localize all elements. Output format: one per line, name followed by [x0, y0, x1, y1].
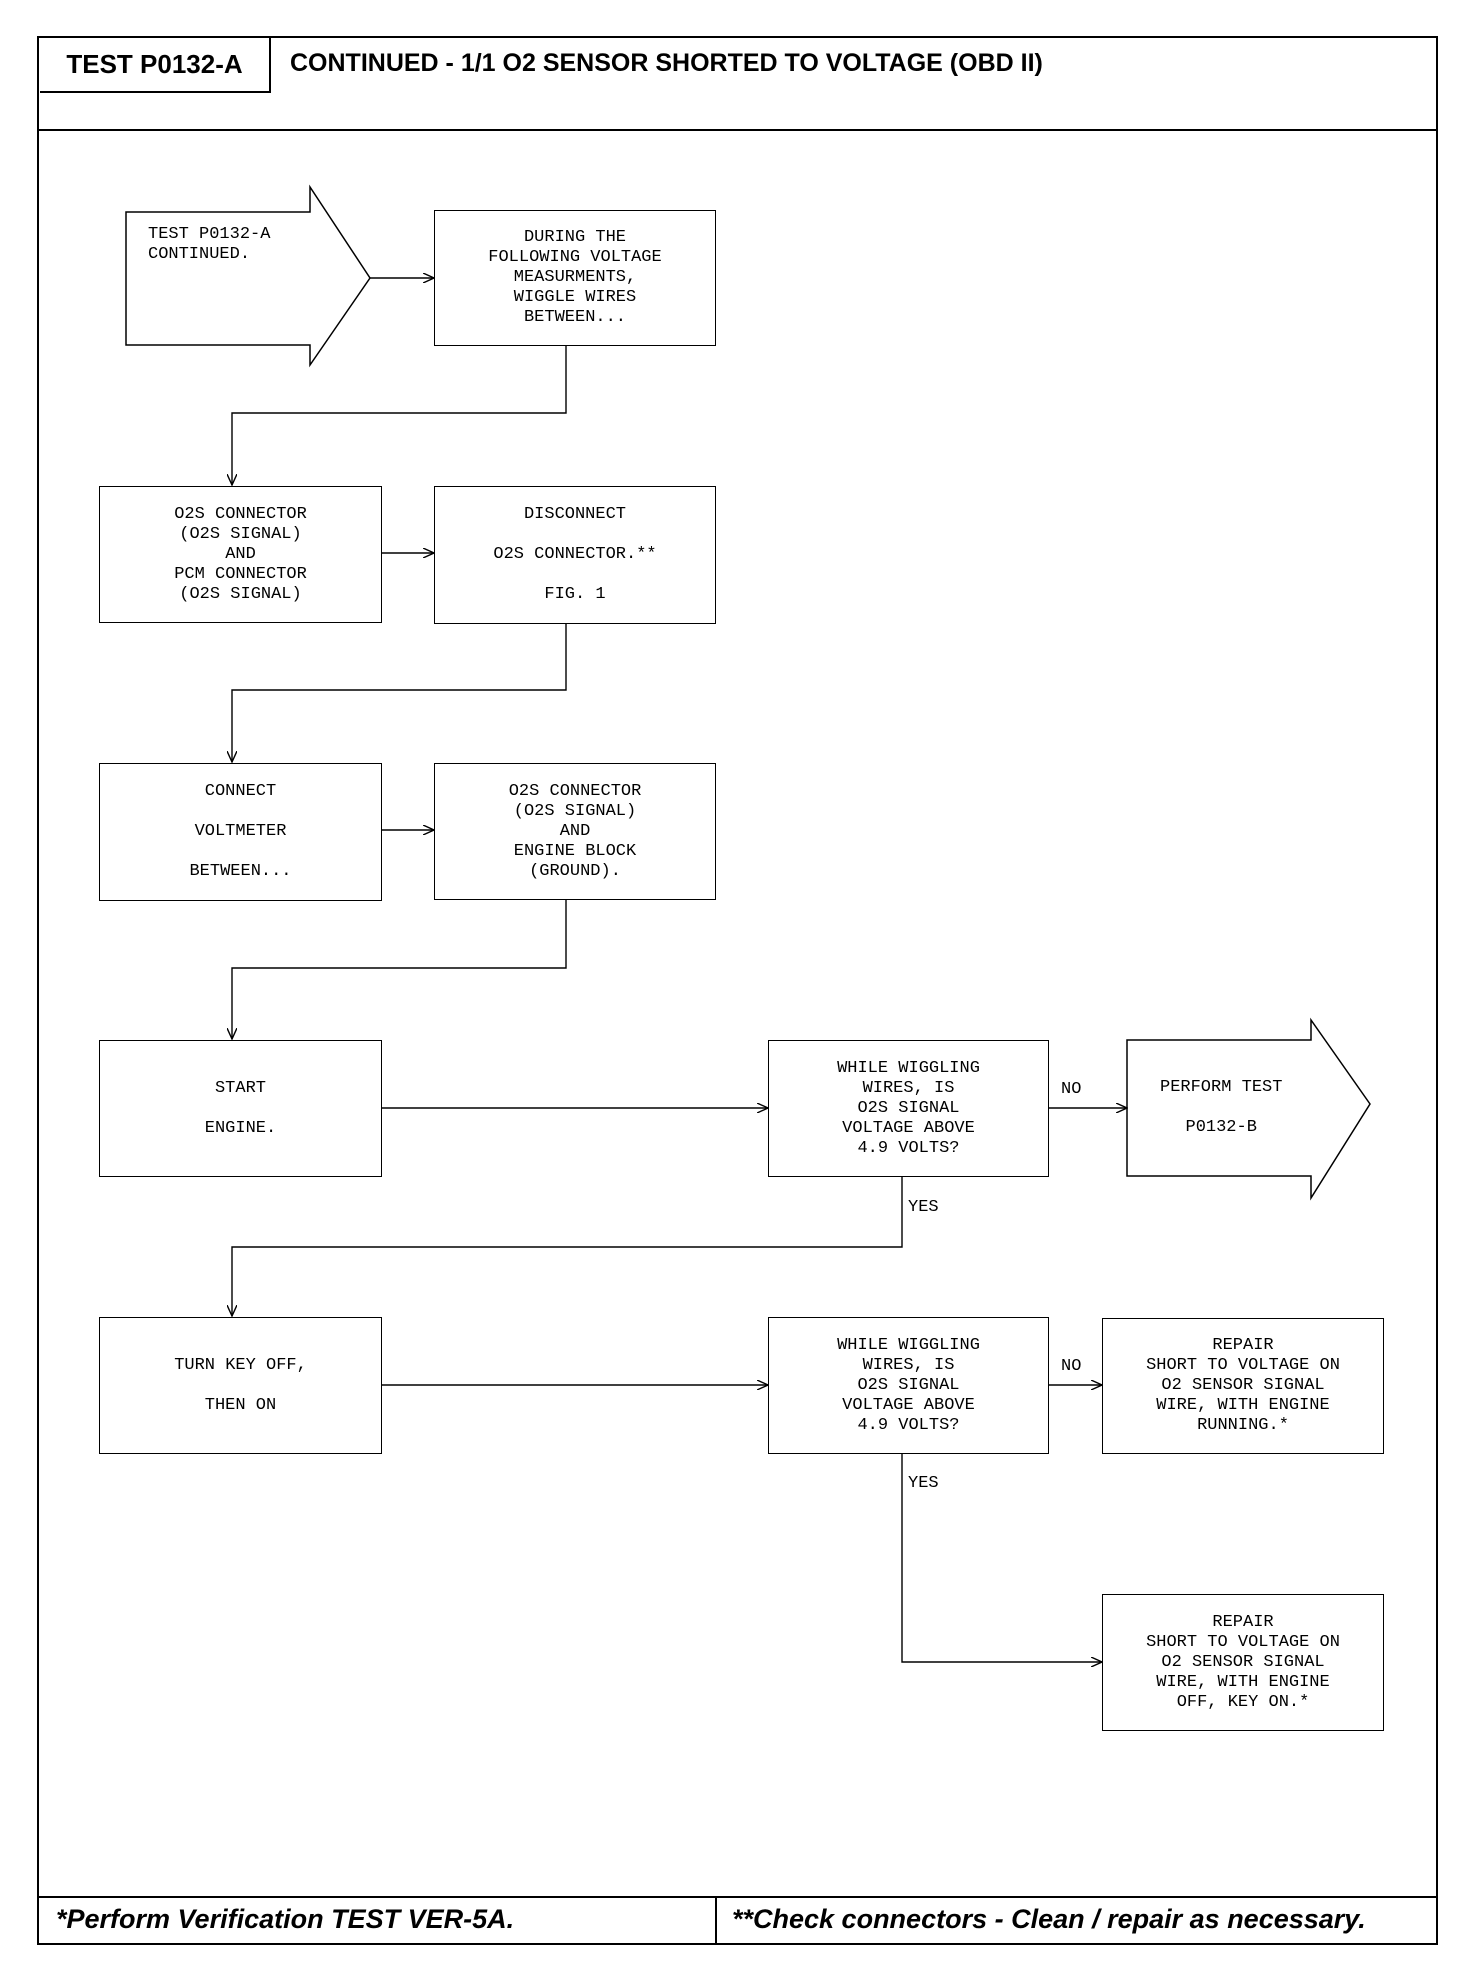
edge-disconnect-to-connect [232, 624, 567, 762]
node-connect-voltmeter: CONNECT VOLTMETER BETWEEN... [99, 763, 382, 901]
edge-label-no-2: NO [1061, 1357, 1082, 1376]
node-decision-2: WHILE WIGGLING WIRES, IS O2S SIGNAL VOLT… [768, 1317, 1049, 1454]
node-turn-key: TURN KEY OFF, THEN ON [99, 1317, 382, 1454]
footer-divider [38, 1896, 1436, 1898]
start-arrow-shape [125, 184, 371, 368]
node-start-engine: START ENGINE. [99, 1040, 382, 1177]
edge-decision2-yes [901, 1454, 1102, 1662]
node-perform-test-text: PERFORM TEST P0132-B [1160, 1078, 1283, 1137]
edge-label-yes-1: YES [908, 1198, 939, 1217]
node-disconnect-o2s: DISCONNECT O2S CONNECTOR.** FIG. 1 [434, 486, 716, 624]
perform-test-arrow-shape [1126, 1017, 1371, 1201]
node-decision-1: WHILE WIGGLING WIRES, IS O2S SIGNAL VOLT… [768, 1040, 1049, 1177]
page-title: CONTINUED - 1/1 O2 SENSOR SHORTED TO VOL… [290, 49, 1043, 77]
footer-note-connectors: **Check connectors - Clean / repair as n… [732, 1904, 1366, 1934]
page-frame [37, 36, 1438, 1945]
node-repair-key-on: REPAIR SHORT TO VOLTAGE ON O2 SENSOR SIG… [1102, 1594, 1384, 1731]
node-o2s-engine-block: O2S CONNECTOR (O2S SIGNAL) AND ENGINE BL… [434, 763, 716, 900]
node-during-wiggle: DURING THE FOLLOWING VOLTAGE MEASURMENTS… [434, 210, 716, 346]
node-start-text: TEST P0132-A CONTINUED. [148, 225, 271, 264]
footer-column-divider [715, 1896, 717, 1943]
edge-label-no-1: NO [1061, 1080, 1082, 1099]
node-o2s-pcm-connectors: O2S CONNECTOR (O2S SIGNAL) AND PCM CONNE… [99, 486, 382, 623]
node-repair-engine-running: REPAIR SHORT TO VOLTAGE ON O2 SENSOR SIG… [1102, 1318, 1384, 1454]
edge-during-to-o2spcm [232, 346, 567, 485]
edge-decision1-yes [232, 1177, 903, 1316]
header-divider [38, 129, 1436, 131]
edge-label-yes-2: YES [908, 1474, 939, 1493]
footer-note-verification: *Perform Verification TEST VER-5A. [56, 1904, 515, 1934]
test-id-label: TEST P0132-A [40, 37, 271, 93]
edge-o2sengine-to-start [232, 900, 567, 1039]
